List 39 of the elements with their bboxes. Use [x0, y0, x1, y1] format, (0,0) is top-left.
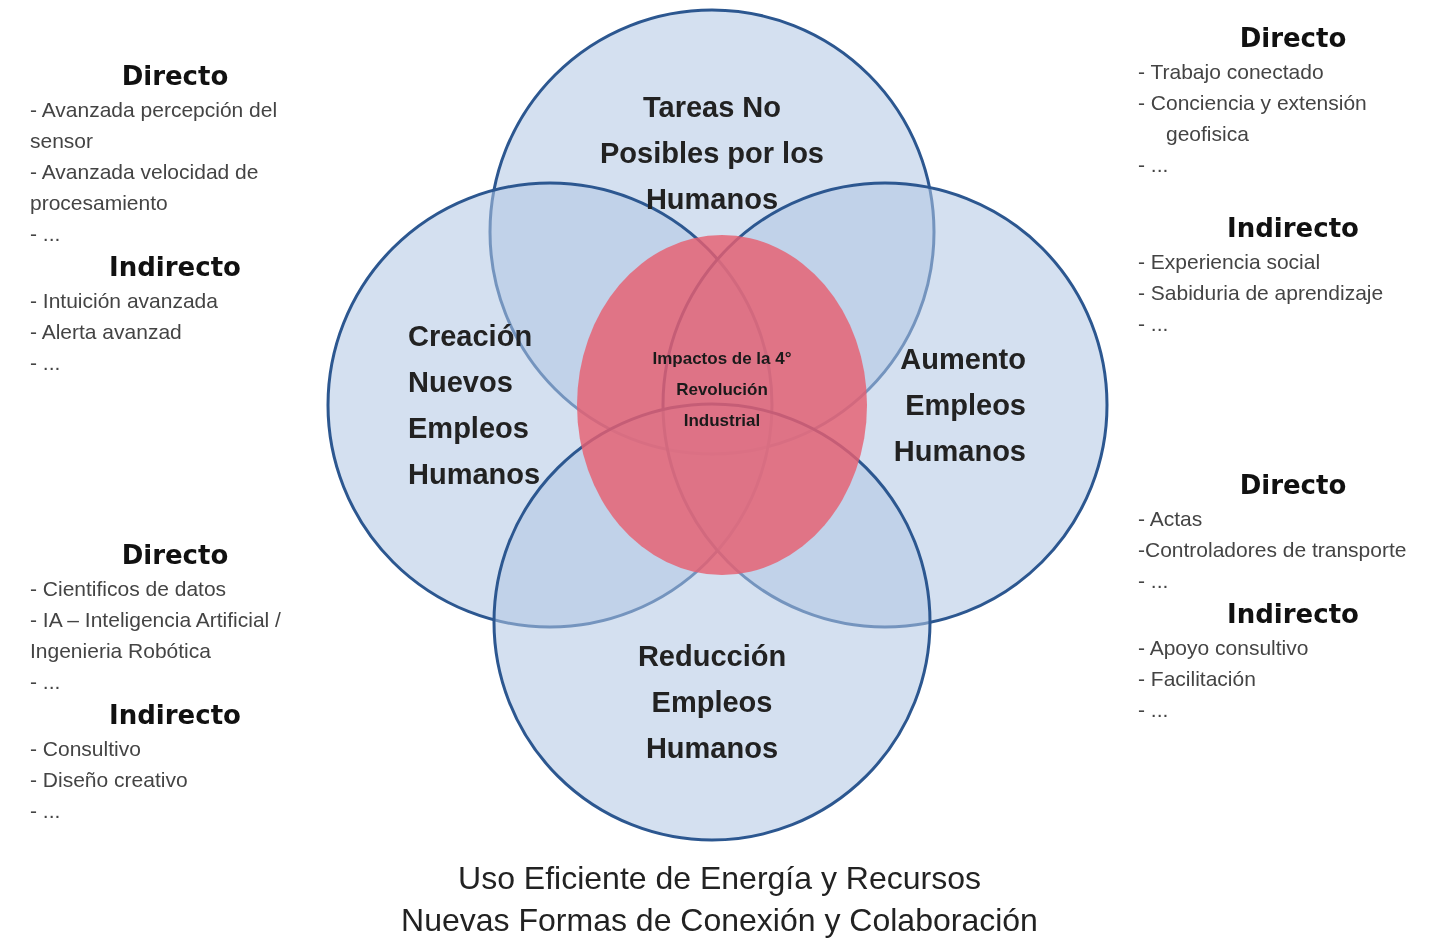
circle-label: Tareas No Posibles por los Humanos: [599, 90, 825, 217]
section-heading: Directo: [1238, 22, 1348, 55]
section-heading: Indirecto: [1226, 598, 1360, 631]
list-item: -Controladores de transporte: [1138, 537, 1408, 563]
list-item: - Intuición avanzada: [30, 288, 219, 314]
list-item: - Sabiduria de aprendizaje: [1138, 280, 1385, 306]
section-heading: Indirecto: [1226, 212, 1360, 245]
list-item: - ...: [30, 350, 62, 376]
list-item: - Consultivo: [30, 736, 142, 762]
list-item: - Experiencia social: [1138, 249, 1322, 275]
list-item: - Facilitación: [1138, 666, 1257, 692]
list-item: - Conciencia y extensión geofisica: [1138, 90, 1368, 147]
section-heading: Directo: [1238, 469, 1348, 502]
circle-label: Aumento Empleos Humanos: [892, 342, 1026, 469]
list-item: - ...: [1138, 152, 1170, 178]
list-item: - Trabajo conectado: [1138, 59, 1325, 85]
list-item: - Avanzada velocidad de procesamiento: [30, 159, 260, 216]
section-heading: Directo: [120, 539, 230, 572]
list-item: - ...: [1138, 697, 1170, 723]
list-item: - ...: [30, 798, 62, 824]
list-item: - Diseño creativo: [30, 767, 189, 793]
section-heading: Indirecto: [108, 251, 242, 284]
list-item: - Avanzada percepción del sensor: [30, 97, 279, 154]
section-heading: Directo: [120, 60, 230, 93]
list-item: - Cientificos de datos: [30, 576, 228, 602]
list-item: - Apoyo consultivo: [1138, 635, 1310, 661]
list-item: - ...: [30, 221, 62, 247]
list-item: - ...: [1138, 311, 1170, 337]
list-item: - ...: [1138, 568, 1170, 594]
list-item: - IA – Inteligencia Artificial / Ingenieria Robótica: [30, 607, 282, 664]
list-item: - Alerta avanzad: [30, 319, 183, 345]
list-item: - Actas: [1138, 506, 1204, 532]
circle-label: Reducción Empleos Humanos: [636, 639, 788, 766]
footer-line: Uso Eficiente de Energía y Recursos: [457, 859, 982, 898]
circle-label: Impactos de la 4° Revolución Industrial: [651, 348, 793, 432]
footer-line: Nuevas Formas de Conexión y Colaboración: [400, 901, 1039, 940]
circle-label: Creación Nuevos Empleos Humanos: [408, 319, 542, 492]
list-item: - ...: [30, 669, 62, 695]
section-heading: Indirecto: [108, 699, 242, 732]
